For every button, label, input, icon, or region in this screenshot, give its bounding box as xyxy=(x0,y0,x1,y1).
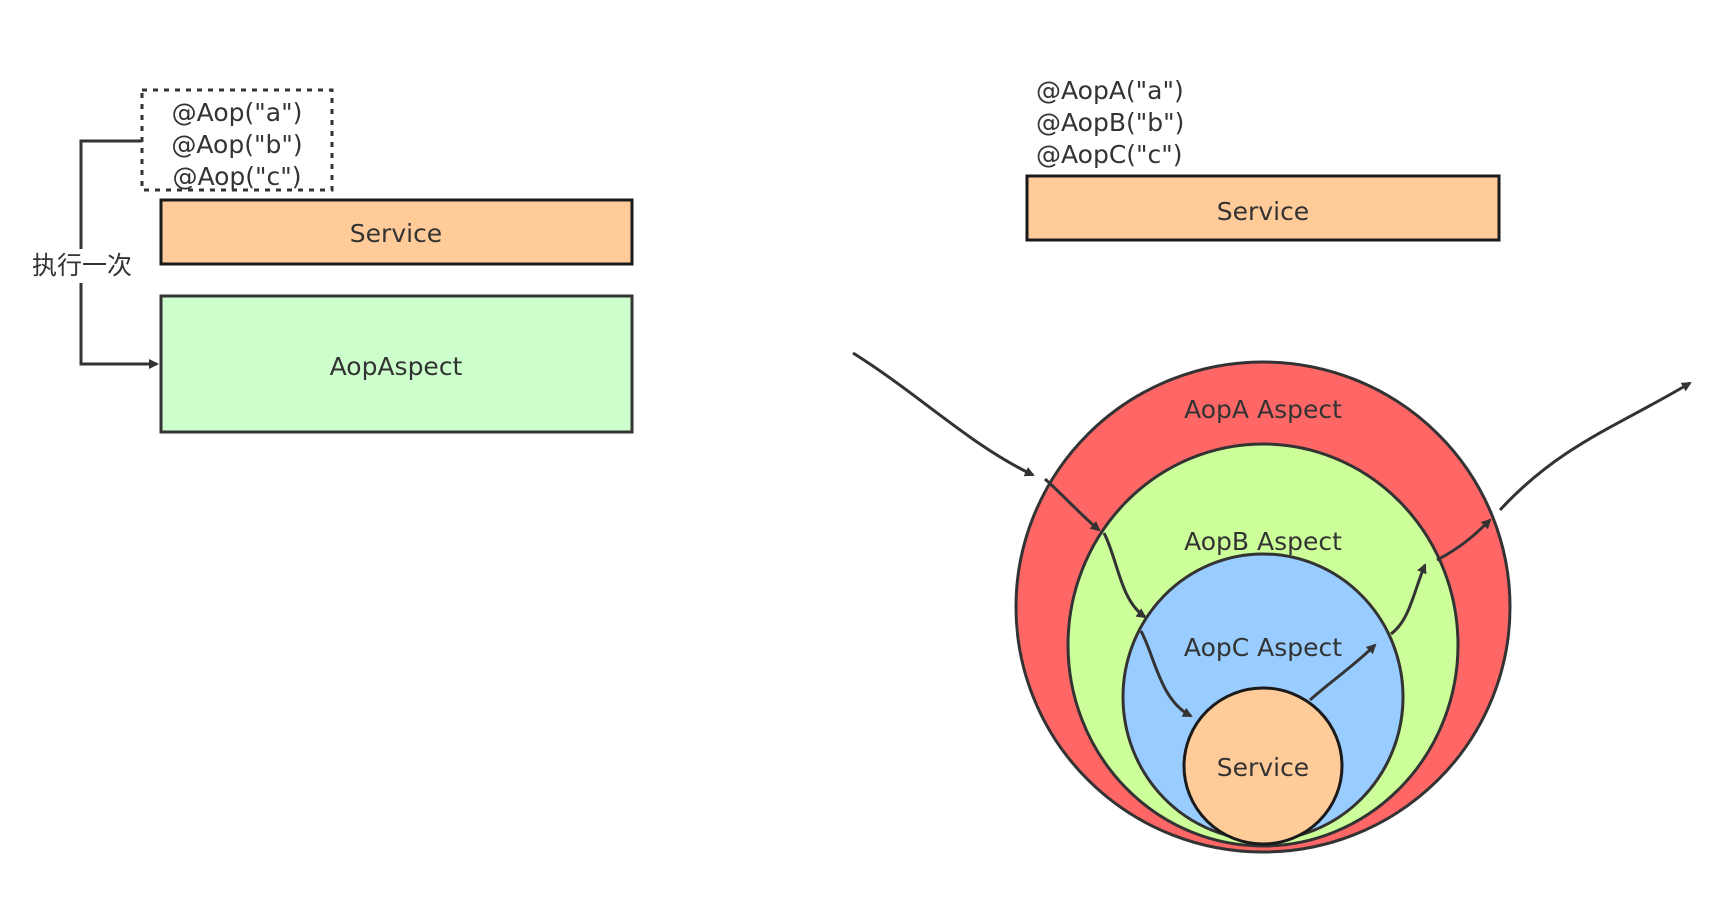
flow-exit-aopa xyxy=(1498,381,1692,512)
edge-label-bg xyxy=(28,249,136,283)
aop-aspect-box xyxy=(159,294,634,434)
execute-once-label: 执行一次 xyxy=(32,251,132,280)
core-service-label: Service xyxy=(1217,753,1309,782)
aopa-aspect-label: AopA Aspect xyxy=(1184,395,1342,424)
aopb-aspect-label: AopB Aspect xyxy=(1184,527,1342,556)
annotation-c: @Aop("c") xyxy=(172,162,301,191)
flow-exit-service xyxy=(1308,643,1377,702)
right-service-box xyxy=(1025,174,1501,242)
annotation-a: @Aop("a") xyxy=(172,98,303,127)
flow-enter-service xyxy=(1139,630,1193,718)
left-panel: @Aop("a") @Aop("b") @Aop("c") Service Ao… xyxy=(28,88,634,434)
flow-exit-aopb xyxy=(1436,518,1492,562)
annotation-b: @Aop("b") xyxy=(171,130,302,159)
service-box xyxy=(159,198,634,266)
flow-enter-aopa xyxy=(852,351,1035,477)
core-service-circle xyxy=(1182,686,1344,846)
flow-enter-aopc xyxy=(1102,532,1147,619)
annotation-aopc: @AopC("c") xyxy=(1036,140,1183,169)
right-service-label: Service xyxy=(1217,197,1309,226)
annotation-aopa: @AopA("a") xyxy=(1036,76,1184,105)
flow-enter-aopb xyxy=(1043,477,1101,532)
right-panel: @AopA("a") @AopB("b") @AopC("c") Service… xyxy=(852,76,1692,854)
service-label: Service xyxy=(350,219,442,248)
aopc-aspect-label: AopC Aspect xyxy=(1184,633,1342,662)
annotation-aopb: @AopB("b") xyxy=(1036,108,1184,137)
flow-exit-aopc xyxy=(1390,563,1427,636)
aop-aspect-label: AopAspect xyxy=(330,352,463,381)
